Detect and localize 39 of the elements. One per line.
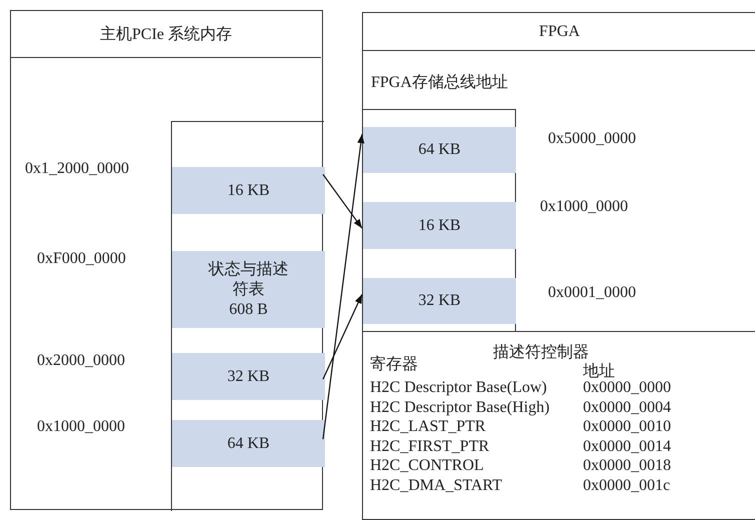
address-label: 0x5000_0000: [548, 130, 636, 148]
table-cell: H2C Descriptor Base(Low): [370, 378, 547, 397]
address-label: 0x0001_0000: [548, 284, 636, 302]
memory-region: 32 KB: [172, 353, 325, 400]
arrow: [322, 174, 362, 229]
memory-region: 64 KB: [172, 420, 325, 467]
table-cell: 0x0000_0004: [583, 398, 671, 416]
memory-panel: [10, 10, 323, 510]
address-label: 0x1000_0000: [540, 198, 628, 216]
section-heading: FPGA存储总线地址: [371, 72, 508, 93]
table-cell: 0x0000_001c: [583, 476, 670, 494]
table-cell: H2C_DMA_START: [370, 476, 502, 494]
column-header: 地址: [583, 362, 615, 381]
table-cell: 0x0000_0000: [583, 378, 671, 397]
table-cell: 0x0000_0018: [583, 456, 671, 475]
table-cell: H2C_FIRST_PTR: [370, 436, 490, 456]
arrow: [322, 134, 364, 440]
table-cell: H2C_LAST_PTR: [370, 417, 486, 436]
address-label: 0x2000_0000: [37, 352, 125, 370]
address-label: 0xF000_0000: [37, 250, 126, 268]
column-header: 寄存器: [370, 355, 418, 374]
table-cell: 0x0000_0014: [583, 436, 671, 456]
memory-region: 64 KB: [363, 127, 516, 173]
table-cell: H2C Descriptor Base(High): [370, 398, 550, 416]
address-label: 0x1000_0000: [37, 418, 125, 436]
table-cell: H2C_CONTROL: [370, 456, 484, 475]
arrow: [322, 294, 363, 380]
memory-region: 16 KB: [363, 202, 516, 249]
memory-column: [363, 109, 516, 331]
address-label: 0x1_2000_0000: [25, 160, 129, 178]
memory-column: [171, 121, 324, 511]
memory-region: 状态与描述符表 608 B: [172, 251, 325, 328]
table-cell: 0x0000_0010: [583, 417, 671, 436]
panel-header: 主机PCIe 系统内存: [11, 11, 321, 58]
memory-panel: [362, 12, 755, 520]
memory-region: 16 KB: [172, 167, 325, 214]
memory-region: 32 KB: [363, 278, 516, 324]
panel-header: FPGA: [363, 13, 755, 51]
section-heading: 描述符控制器: [493, 342, 589, 362]
